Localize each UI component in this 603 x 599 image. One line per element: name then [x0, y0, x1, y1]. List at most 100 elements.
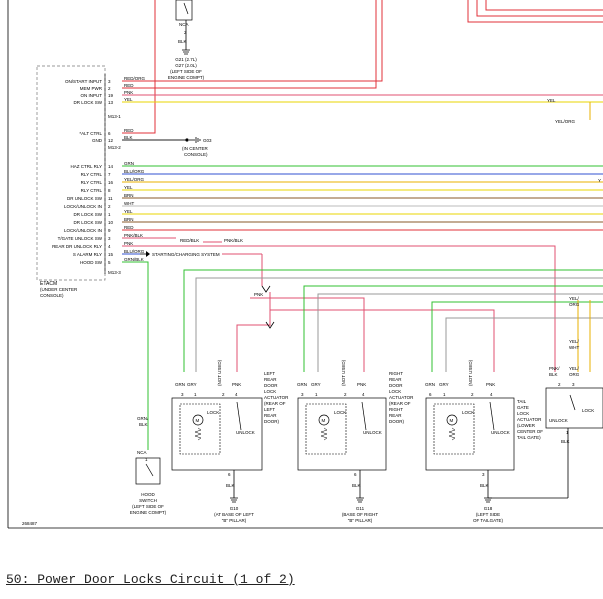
act-pin: 1: [194, 392, 197, 397]
pin-name: DR LOCK SW: [73, 220, 102, 225]
act-name: CENTER OF: [517, 429, 543, 434]
act-gpin: 6: [228, 472, 231, 477]
pin-wire: WHT: [124, 201, 134, 206]
act-name: LOCK: [264, 389, 276, 394]
figure-id: 268487: [22, 521, 38, 526]
right-pin-b: 3: [572, 382, 575, 387]
act-pin: 4: [235, 392, 238, 397]
pin-name: MEM PWR: [80, 86, 103, 91]
label-yel-wht-r1: YEL/: [569, 339, 580, 344]
hood-wire: GRN/: [137, 416, 149, 421]
pin-num: 8: [108, 188, 111, 193]
act-gpin: 6: [354, 472, 357, 477]
pin-num: 13: [108, 100, 114, 105]
pin-name: T/GATE UNLOCK SW: [58, 236, 103, 241]
label-yel-wht-r2: WHT: [569, 345, 579, 350]
pin-wire: YEL: [124, 185, 133, 190]
etacm-pins-mid: *ALT CTRL 6 RED GND 12 BLK: [79, 128, 134, 143]
hood-switch: GRN/ BLK NCA 1 HOOD SWITCH (LEFT SIDE OF…: [130, 415, 167, 515]
act-name: DOOR): [264, 419, 280, 424]
wire-top-red-3: [485, 0, 603, 11]
act-name: RIGHT: [389, 371, 403, 376]
act-name: DOOR: [264, 383, 278, 388]
actuator-right-rear: M GRN GRY (NOT USED) PNK 3 1 2 4 LOCK UN…: [297, 359, 414, 523]
g21-line3: (LEFT SIDE OF: [170, 69, 202, 74]
hood-wire: BLK: [139, 422, 148, 427]
pin-num: 7: [108, 172, 111, 177]
act-name: REAR: [389, 413, 402, 418]
g21-line4: ENGINE COMPT): [168, 75, 205, 80]
wire-grn-main: [183, 269, 603, 372]
act-ground: (BASE OF RIGHT: [342, 512, 379, 517]
act-pin: 6: [429, 392, 432, 397]
label-red-blk: RED/BLK: [180, 238, 199, 243]
wire-gry-main: [195, 277, 603, 372]
act-lock: LOCK: [207, 410, 219, 415]
act-gwire: BLK: [226, 483, 235, 488]
hood-name: SWITCH: [139, 498, 157, 503]
wire-rear-dr-unlock: [122, 245, 556, 372]
etacm-pins-top: ON/START INPUT 3 RED/ORG MEM PWR 2 RED O…: [65, 76, 146, 105]
act-name: GATE: [517, 405, 529, 410]
act-pin: 3: [181, 392, 184, 397]
label-yel-org-r2: ORG: [569, 302, 580, 307]
pin-num: 11: [108, 196, 113, 201]
act-unlock: UNLOCK: [491, 430, 510, 435]
g03-loc-1: (IN CENTER: [182, 146, 209, 151]
svg-text:M: M: [450, 418, 454, 423]
svg-text:M: M: [196, 418, 200, 423]
act-name: LEFT: [264, 371, 275, 376]
pin-wire: RED: [124, 128, 134, 133]
g21-line2: G27 (2.0L): [175, 63, 197, 68]
label-yel: YEL: [547, 98, 556, 103]
pin-name: RLY CTRL: [81, 180, 103, 185]
etacm-label: ETACM: [40, 281, 57, 287]
hood-name: HOOD: [141, 492, 155, 497]
hood-pin: 1: [145, 457, 148, 462]
conn-m13-2: M13-2: [108, 145, 121, 150]
label-y: Y: [598, 178, 601, 183]
act-pin: 2: [344, 392, 347, 397]
act-unlock: UNLOCK: [236, 430, 255, 435]
pin-name: S ALARM RLY: [73, 252, 102, 257]
nca-top-pin: 2: [184, 30, 187, 35]
act-wire: (NOT USED): [341, 359, 346, 386]
label-pnk-blk-r1: PNK/: [549, 366, 560, 371]
pin-wire: RED: [124, 225, 134, 230]
act-name: (REAR OF: [389, 401, 411, 406]
etacm-pins-bot: HAZ CTRL RLY RLY CTRL RLY CTRL RLY CTRL …: [52, 161, 145, 265]
act-wire: GRN: [175, 382, 185, 387]
wire-pnk-bus: [236, 254, 365, 372]
g03-name: G03: [203, 138, 212, 143]
wire-grn-2: [303, 285, 603, 372]
act-wire: GRY: [439, 382, 449, 387]
wire-mem-pwr: [122, 0, 377, 89]
pin-wire: YEL/ORG: [124, 177, 145, 182]
pin-name: HAZ CTRL RLY: [70, 164, 102, 169]
act-name: TAIL GATE): [517, 435, 541, 440]
act-wire: PNK: [357, 382, 366, 387]
act-wire: GRN: [297, 382, 307, 387]
motor-icon: [192, 414, 204, 426]
pin-name: *ALT CTRL: [79, 131, 102, 136]
pin-num: 14: [108, 164, 114, 169]
ground-g03-icon: [195, 137, 201, 143]
pin-wire: RED/ORG: [124, 76, 146, 81]
act-name: DOOR: [389, 383, 403, 388]
act-ground: (LEFT SIDE: [476, 512, 500, 517]
act-pin: 2: [471, 392, 474, 397]
label-starting: STARTING/CHARGING SYSTEM: [152, 252, 220, 257]
act-wire: GRN: [425, 382, 435, 387]
act-lock: LOCK: [334, 410, 346, 415]
right-actuator-box: [545, 387, 603, 429]
pin-num: 5: [108, 260, 111, 265]
act-pin: 3: [301, 392, 304, 397]
g03-loc-2: CONSOLE): [184, 152, 208, 157]
nca-top-box: [175, 0, 193, 21]
act-name: REAR: [264, 377, 277, 382]
actuator-tail-gate: M GRN GRY (NOT USED) PNK 6 1 2 4 LOCK UN…: [425, 359, 543, 523]
pin-num: 10: [108, 220, 114, 225]
ground-g21-icon: [182, 49, 190, 55]
pin-wire: BRN: [124, 193, 134, 198]
pin-num: 12: [108, 138, 114, 143]
